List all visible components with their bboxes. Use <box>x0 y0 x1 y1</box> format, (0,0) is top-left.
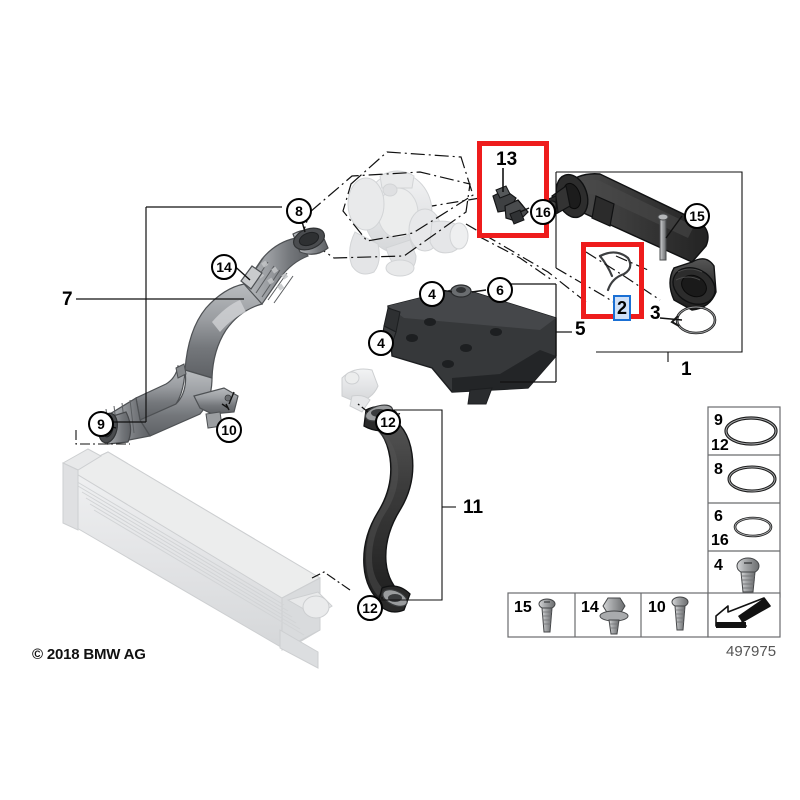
direction-of-travel-box <box>707 592 781 638</box>
sensor-13-highlight <box>477 141 549 238</box>
legend-number-9: 9 <box>714 412 723 429</box>
pan-head-screw-icon-15 <box>538 598 556 633</box>
callout-4-upper[interactable]: 4 <box>419 281 445 307</box>
hex-head-screw-icon <box>671 596 689 631</box>
acoustic-cover-assembly <box>381 284 557 405</box>
charge-air-pressure-sensor <box>492 168 529 225</box>
legend-number-15: 15 <box>514 599 532 616</box>
legend-number-8: 8 <box>714 461 723 478</box>
callout-15[interactable]: 15 <box>684 203 710 229</box>
legend-number-12: 12 <box>711 437 729 454</box>
charge-air-hose-left <box>98 227 329 445</box>
callout-16[interactable]: 16 <box>530 199 556 225</box>
callout-11[interactable]: 11 <box>463 497 484 518</box>
legend-number-14: 14 <box>581 599 599 616</box>
callout-4-lower[interactable]: 4 <box>368 330 394 356</box>
legend-number-16: 16 <box>711 532 729 549</box>
callout-12-upper[interactable]: 12 <box>375 409 401 435</box>
callout-2-selected[interactable]: 2 <box>613 295 631 321</box>
callout-5[interactable]: 5 <box>575 319 586 340</box>
callout-7[interactable]: 7 <box>62 289 73 310</box>
pipe-ghost-fitting <box>341 368 379 413</box>
callout-9[interactable]: 9 <box>88 411 114 437</box>
diagram-number: 497975 <box>726 643 777 660</box>
hex-flange-bolt-icon <box>599 597 629 635</box>
leader-lines <box>75 197 683 599</box>
callout-3[interactable]: 3 <box>650 303 661 324</box>
copyright-notice: © 2018 BMW AG <box>32 646 146 663</box>
pan-head-screw-icon <box>736 557 760 593</box>
legend-number-10: 10 <box>648 599 666 616</box>
callout-6[interactable]: 6 <box>487 277 513 303</box>
callout-10[interactable]: 10 <box>216 417 242 443</box>
legend-number-4: 4 <box>714 557 723 574</box>
intercooler-ghost <box>61 448 333 669</box>
callout-12-lower[interactable]: 12 <box>357 595 383 621</box>
callout-14[interactable]: 14 <box>211 254 237 280</box>
legend-number-6: 6 <box>714 508 723 525</box>
callout-1[interactable]: 1 <box>681 359 692 380</box>
callout-13[interactable]: 13 <box>496 149 518 170</box>
turbocharger-ghost <box>301 151 474 277</box>
callout-8[interactable]: 8 <box>286 198 312 224</box>
legend-bottom-box <box>507 592 709 638</box>
legend-right-box <box>707 406 781 598</box>
clip-2-highlight <box>581 242 644 319</box>
intake-manifold-pipe-assembly <box>545 171 743 362</box>
